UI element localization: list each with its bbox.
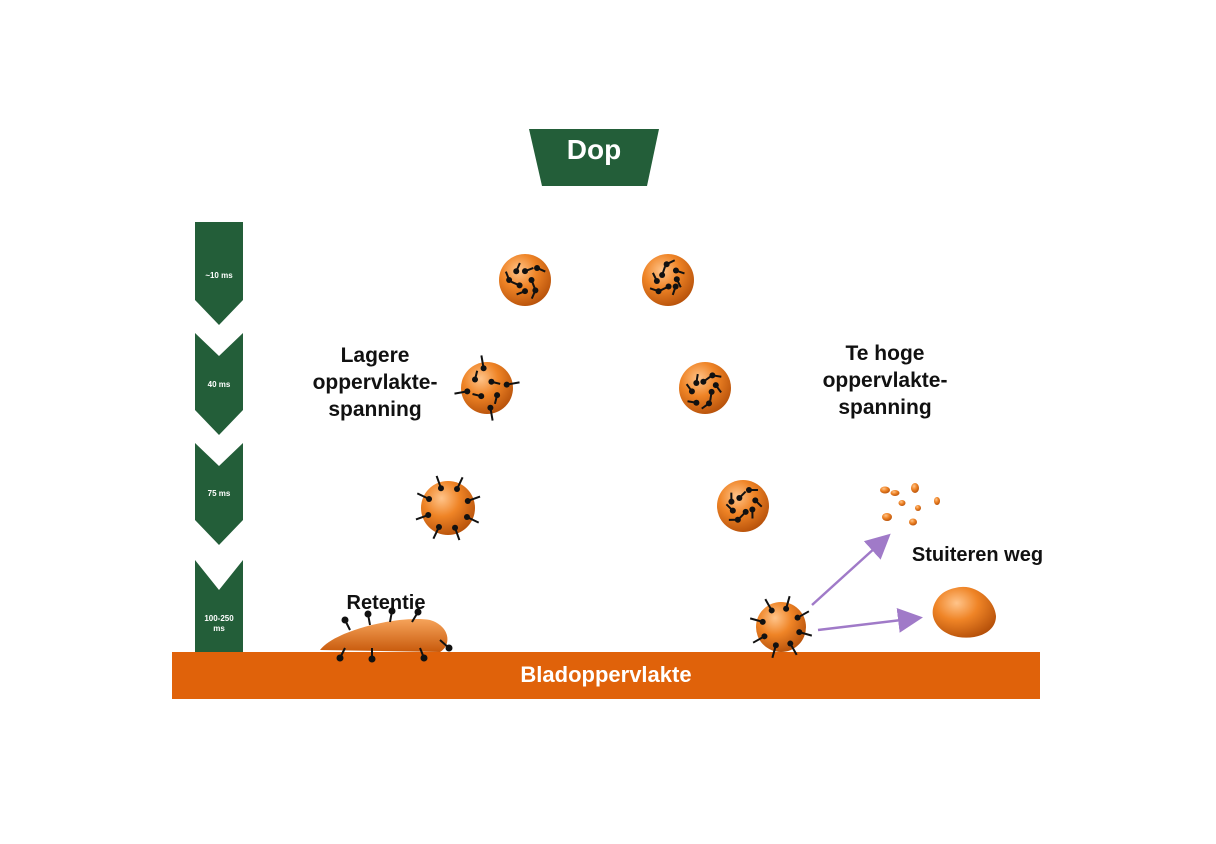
droplet-left-2 <box>454 355 520 421</box>
flattened-droplet <box>320 607 453 663</box>
retention-label: Retentie <box>346 592 426 614</box>
timeline-step-4-label: 100-250 ms <box>195 614 243 634</box>
right-branch-title-line3: spanning <box>838 396 932 419</box>
timeline-step-4-label-line2: ms <box>213 624 225 633</box>
nozzle-shape <box>529 129 659 186</box>
timeline-step-4-label-line1: 100-250 <box>204 614 234 623</box>
bounce-arrow-lower <box>817 607 923 633</box>
right-branch-title-line1: Te hoge <box>845 342 925 365</box>
left-branch-title-line3: spanning <box>328 398 422 421</box>
droplet-impact-right <box>749 595 813 659</box>
timeline-step-1 <box>195 222 243 325</box>
left-branch-title-line2: oppervlakte- <box>312 371 438 394</box>
left-branch-title: Lagere oppervlakte- spanning <box>300 342 450 423</box>
nozzle-label: Dop <box>566 134 622 165</box>
leaf-surface-bar <box>172 652 1040 699</box>
timeline-step-1-label: ~10 ms <box>205 271 233 280</box>
timeline-arrows <box>195 222 243 652</box>
droplet-right-2 <box>679 362 731 414</box>
timeline-step-2 <box>195 333 243 435</box>
scattered-fragments <box>880 483 940 526</box>
left-branch-title-line1: Lagere <box>340 344 410 367</box>
droplet-left-1 <box>499 254 551 306</box>
bounced-droplet <box>932 586 996 638</box>
bounce-arrow-upper <box>811 533 891 606</box>
timeline-step-2-label: 40 ms <box>207 380 231 389</box>
droplet-right-1 <box>642 254 694 306</box>
droplets-group <box>415 254 813 659</box>
droplet-left-3 <box>415 475 481 541</box>
right-branch-title-line2: oppervlakte- <box>822 369 948 392</box>
droplet-right-3 <box>717 480 769 532</box>
surface-label: Bladoppervlakte <box>520 662 692 687</box>
timeline-step-3-label: 75 ms <box>207 489 231 498</box>
timeline-step-4 <box>195 560 243 652</box>
timeline-step-3 <box>195 443 243 545</box>
bounce-off-label: Stuiteren weg <box>911 544 1044 566</box>
right-branch-title: Te hoge oppervlakte- spanning <box>810 340 960 421</box>
